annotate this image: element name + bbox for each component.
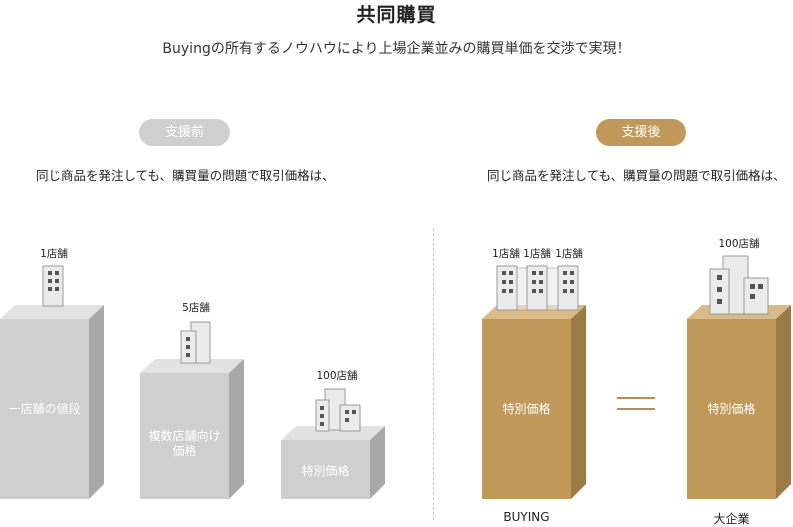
box-label: 特別価格 xyxy=(707,402,756,416)
enterprise-footer-label: 大企業 xyxy=(713,512,750,526)
store-count-label: 100店舗 xyxy=(718,238,760,250)
after-box-buying xyxy=(482,305,586,499)
buying-footer-label: BUYING xyxy=(503,510,550,524)
store-count-label: 1店舗 xyxy=(40,248,68,260)
section-divider xyxy=(433,228,434,520)
building-icon xyxy=(315,388,361,432)
after-badge: 支援後 xyxy=(596,119,686,146)
page-subtitle: Buyingの所有するノウハウにより上場企業並みの購買単価を交渉で実現！ xyxy=(162,41,631,57)
box-label-line2: 価格 xyxy=(172,444,197,458)
before-description: 同じ商品を発注しても、購買量の問題で取引価格は、 xyxy=(36,168,335,183)
box-label-line1: 複数店舗向け xyxy=(148,429,221,443)
store-count-label: 1店舗 xyxy=(555,248,583,260)
equals-icon xyxy=(617,397,655,410)
box-label: 一店舗の値段 xyxy=(8,402,81,416)
store-count-label: 1店舗 xyxy=(523,248,551,260)
before-badge: 支援前 xyxy=(139,119,230,146)
building-icon xyxy=(42,265,64,307)
building-icon xyxy=(180,321,211,364)
before-box-2 xyxy=(140,359,244,499)
before-box-3 xyxy=(281,426,385,499)
before-box-1 xyxy=(0,305,104,499)
after-description: 同じ商品を発注しても、購買量の問題で取引価格は、 xyxy=(487,168,786,183)
store-count-label: 1店舗 xyxy=(492,248,520,260)
box-label: 特別価格 xyxy=(502,402,551,416)
store-count-label: 5店舗 xyxy=(182,302,210,314)
box-label: 特別価格 xyxy=(301,464,350,478)
building-icon xyxy=(709,255,769,315)
page-title: 共同購買 xyxy=(356,4,437,26)
store-count-label: 100店舗 xyxy=(316,370,358,382)
building-icon xyxy=(496,265,579,311)
